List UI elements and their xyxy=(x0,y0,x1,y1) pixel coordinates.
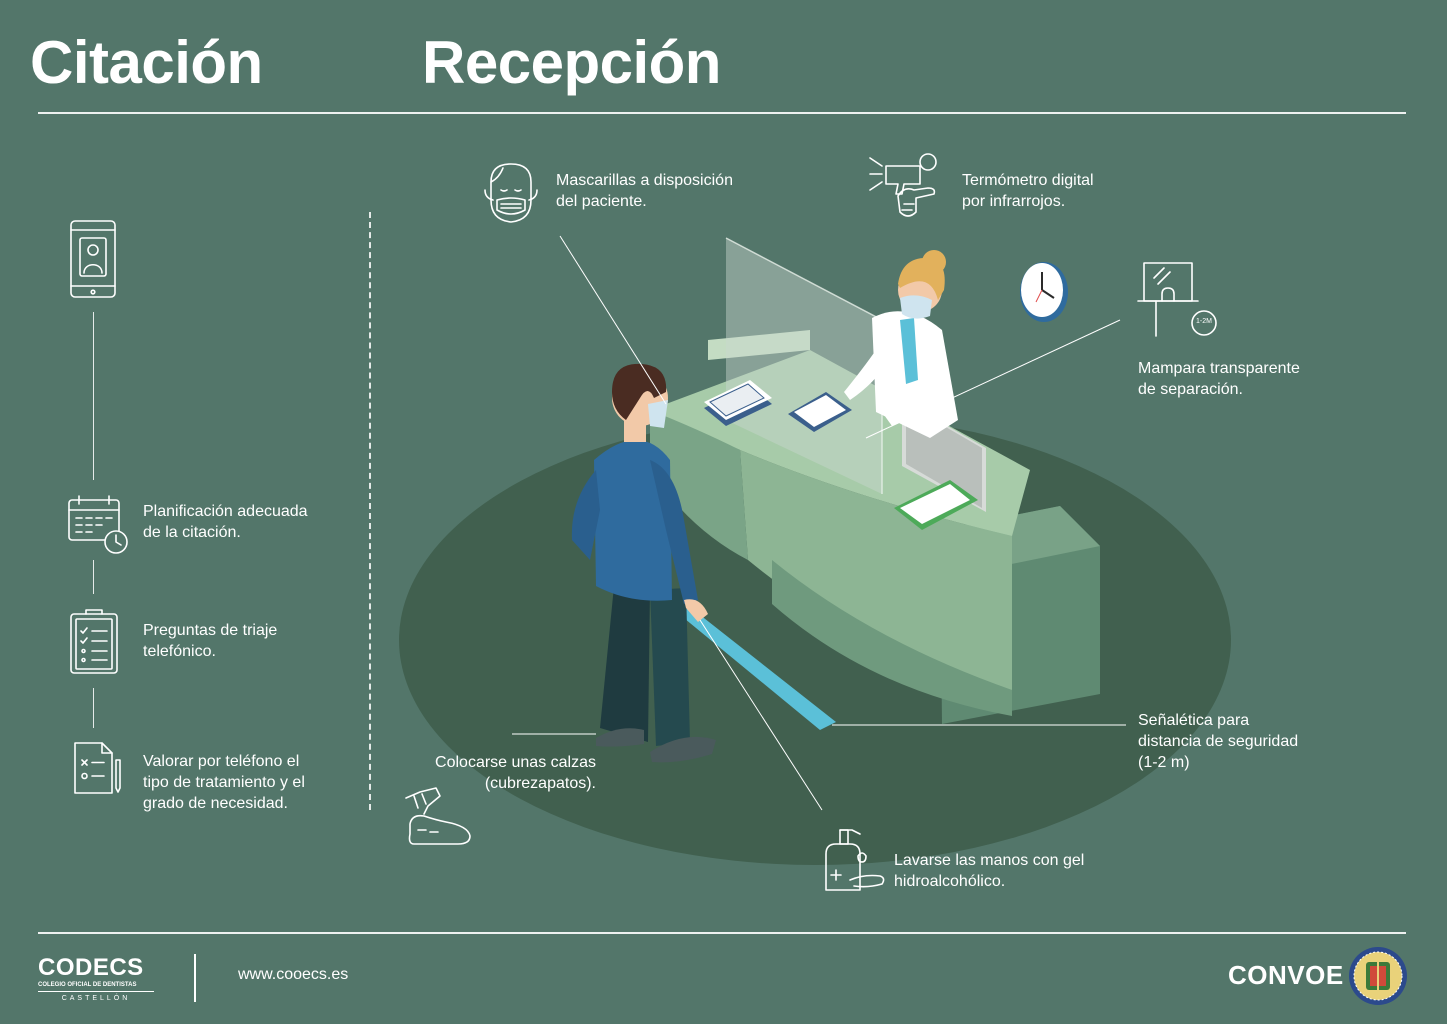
convoe-logo-text: CONVOE xyxy=(1228,960,1344,990)
hand-sanitizer-icon xyxy=(820,826,888,894)
header-divider xyxy=(38,112,1406,114)
face-mask-icon xyxy=(481,160,541,226)
callout-line: distancia de seguridad xyxy=(1138,733,1299,750)
logo-city: CASTELLÓN xyxy=(61,995,131,1002)
logo-name: CODECS xyxy=(38,954,144,981)
step-line: tipo de tratamiento y el xyxy=(143,774,305,791)
patient xyxy=(571,363,716,763)
recepcion-title: Recepción xyxy=(422,29,721,96)
convoe-seal-icon xyxy=(1348,946,1408,1006)
step-line: Preguntas de triaje xyxy=(143,622,278,639)
infrared-thermometer-icon xyxy=(868,152,944,224)
footer-divider xyxy=(38,932,1406,934)
callout-line: Mascarillas a disposición xyxy=(556,172,733,189)
transparent-screen xyxy=(726,238,882,494)
callout-line: hidroalcohólico. xyxy=(894,873,1006,890)
paper-stack xyxy=(704,380,772,426)
timeline-connector xyxy=(93,688,94,728)
counter-front xyxy=(740,450,1012,690)
callout-line: (cubrezapatos). xyxy=(484,775,596,792)
step-line: grado de necesidad. xyxy=(143,795,288,812)
step-line: de la citación. xyxy=(143,524,241,541)
step-line: Valorar por teléfono el xyxy=(143,753,300,770)
callout-signage: Señalética para distancia de seguridad (… xyxy=(1138,710,1378,773)
step-valorar: Valorar por teléfono el tipo de tratamie… xyxy=(143,751,363,814)
logo-subtitle: COLEGIO OFICIAL DE DENTISTAS xyxy=(38,982,137,988)
clipboard-counter xyxy=(788,392,852,432)
callout-thermometer: Termómetro digital por infrarrojos. xyxy=(962,170,1182,212)
timeline-connector xyxy=(93,312,94,480)
callout-line: del paciente. xyxy=(556,193,647,210)
gel-leader xyxy=(699,619,823,811)
distance-badge: 1-2M xyxy=(1196,318,1212,325)
floor-sign xyxy=(662,596,836,730)
callout-line: Colocarse unas calzas xyxy=(435,754,596,771)
footer-separator xyxy=(194,954,196,1002)
codecs-logo: CODECS COLEGIO OFICIAL DE DENTISTAS CAST… xyxy=(38,955,154,1003)
reception-illustration xyxy=(399,235,1231,865)
document-pen-icon xyxy=(72,740,124,796)
calendar-clock-icon xyxy=(66,494,130,556)
callout-line: Mampara transparente xyxy=(1138,360,1300,377)
mask-leader xyxy=(559,235,667,405)
callout-shoe-covers: Colocarse unas calzas (cubrezapatos). xyxy=(396,752,596,794)
callout-line: Señalética para xyxy=(1138,712,1250,729)
clipboard-checklist-icon xyxy=(68,606,120,676)
callout-line: Termómetro digital xyxy=(962,172,1094,189)
step-triaje: Preguntas de triaje telefónico. xyxy=(143,620,363,662)
smartphone-user-icon xyxy=(68,218,118,300)
step-line: Planificación adecuada xyxy=(143,503,308,520)
screen-leader xyxy=(865,319,1121,439)
callout-mask: Mascarillas a disposición del paciente. xyxy=(556,170,796,212)
wall-clock xyxy=(1020,262,1068,322)
website-link[interactable]: www.cooecs.es xyxy=(238,966,349,983)
callout-hand-gel: Lavarse las manos con gel hidroalcohólic… xyxy=(894,850,1134,892)
callout-screen: Mampara transparente de separación. xyxy=(1138,358,1378,400)
timeline-connector xyxy=(93,560,94,594)
clipboard-green xyxy=(894,480,978,530)
callout-line: por infrarrojos. xyxy=(962,193,1066,210)
step-planificacion: Planificación adecuada de la citación. xyxy=(143,501,363,543)
transparent-screen-icon: 1-2M xyxy=(1136,260,1226,340)
callout-line: (1-2 m) xyxy=(1138,754,1190,771)
citacion-title: Citación xyxy=(30,29,263,96)
shoe-cover-icon xyxy=(402,786,476,848)
receptionist xyxy=(844,250,958,438)
column-divider xyxy=(369,212,371,810)
callout-line: de separación. xyxy=(1138,381,1243,398)
callout-line: Lavarse las manos con gel xyxy=(894,852,1085,869)
step-line: telefónico. xyxy=(143,643,216,660)
